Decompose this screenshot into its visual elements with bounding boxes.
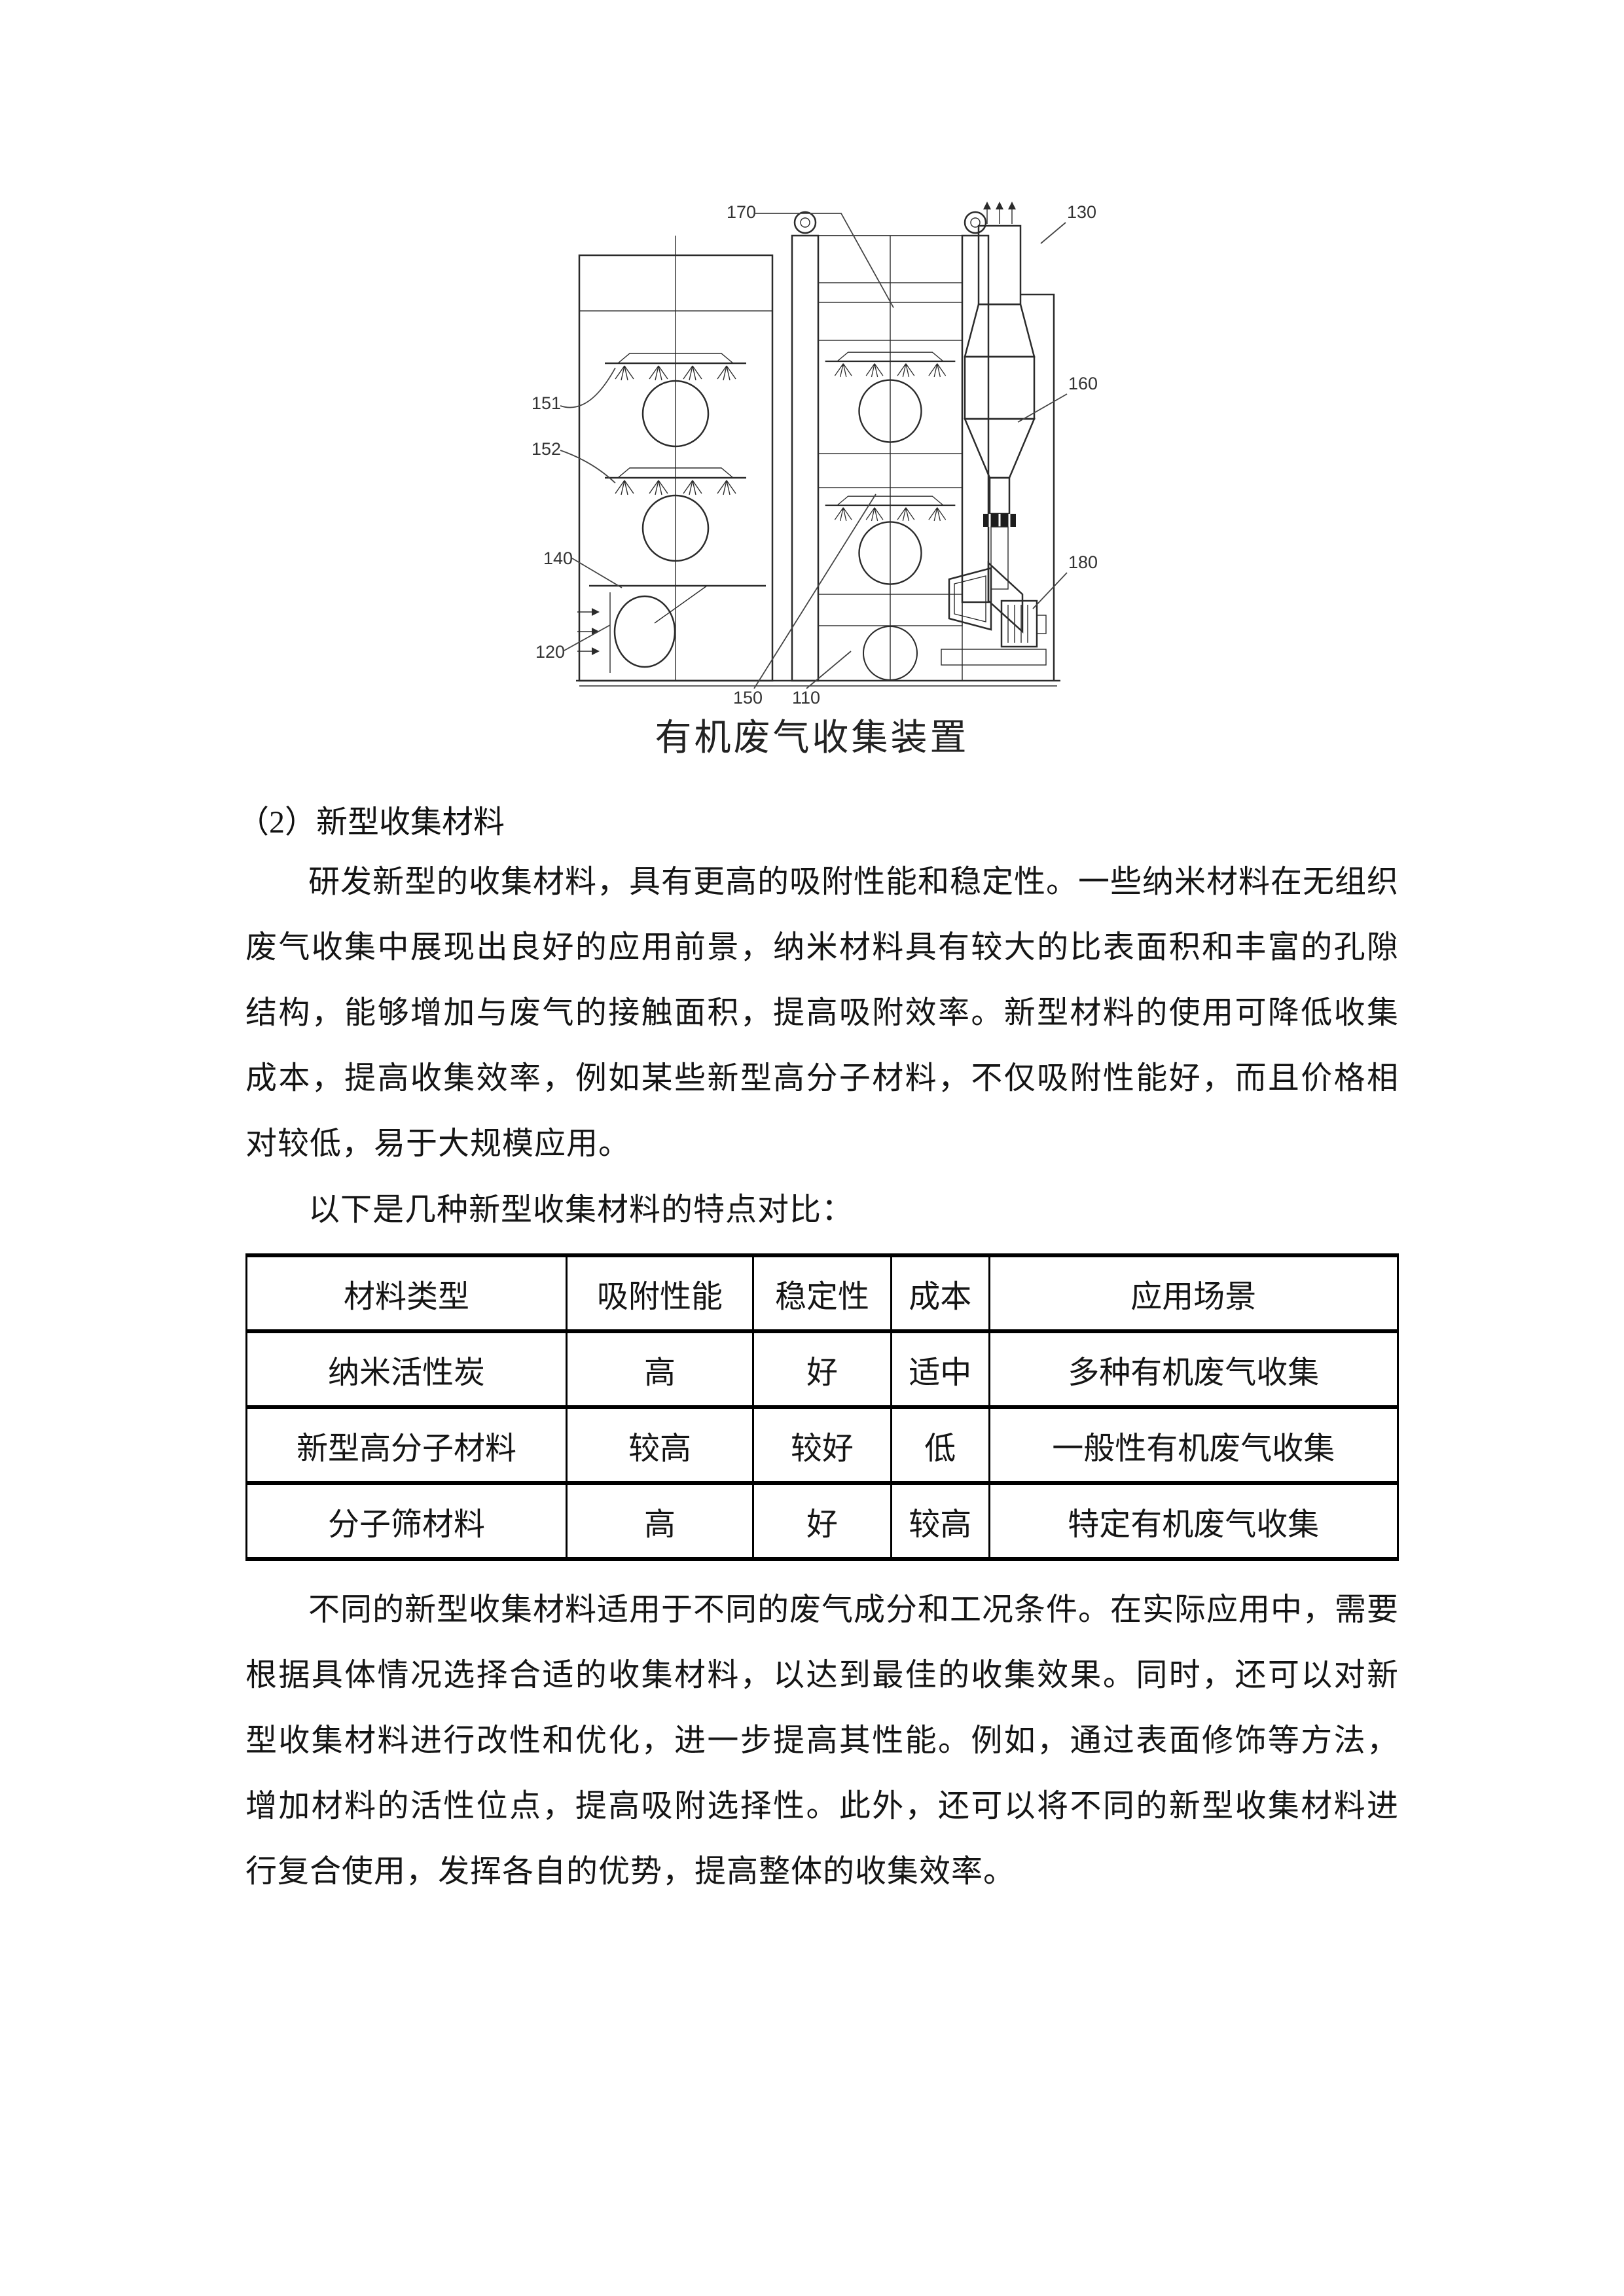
label-170: 170	[727, 202, 756, 222]
table-row: 纳米活性炭 高 好 适中 多种有机废气收集	[245, 1329, 1399, 1409]
chimney-and-cyclone	[964, 201, 1055, 681]
header-adsorption: 吸附性能	[566, 1253, 754, 1333]
figure-waste-gas-device: 170 130 160 180 151 152 140 120 150 11	[517, 196, 1106, 708]
cell-adsorption: 较高	[566, 1405, 754, 1485]
label-130: 130	[1067, 202, 1096, 222]
cell-material: 分子筛材料	[245, 1481, 568, 1561]
label-110: 110	[792, 688, 820, 707]
label-150: 150	[733, 688, 763, 707]
cell-stability: 好	[751, 1481, 893, 1561]
cell-adsorption: 高	[566, 1481, 754, 1561]
figure-labels: 170 130 160 180 151 152 140 120 150 11	[532, 202, 1098, 708]
cell-adsorption: 高	[566, 1329, 754, 1409]
label-151: 151	[532, 393, 561, 413]
device-drawing: 170 130 160 180 151 152 140 120 150 11	[532, 201, 1098, 708]
cell-cost: 低	[890, 1405, 990, 1485]
header-stability: 稳定性	[751, 1253, 893, 1333]
cell-application: 特定有机废气收集	[988, 1481, 1399, 1561]
section-heading: （2）新型收集材料	[238, 805, 505, 840]
label-120: 120	[535, 642, 565, 662]
paragraph-new-materials: 研发新型的收集材料，具有更高的吸附性能和稳定性。一些纳米材料在无组织废气收集中展…	[245, 865, 1399, 1161]
header-material-type: 材料类型	[245, 1253, 568, 1333]
table-intro-line: 以下是几种新型收集材料的特点对比：	[308, 1193, 854, 1227]
cell-cost: 适中	[890, 1329, 990, 1409]
cell-material: 纳米活性炭	[245, 1329, 568, 1409]
figure-caption: 有机废气收集装置	[655, 718, 969, 759]
table-header-row: 材料类型 吸附性能 稳定性 成本 应用场景	[245, 1253, 1399, 1333]
header-cost: 成本	[890, 1253, 990, 1333]
label-180: 180	[1068, 552, 1098, 572]
cell-stability: 好	[751, 1329, 893, 1409]
cell-application: 一般性有机废气收集	[988, 1405, 1399, 1485]
middle-packing-tower	[791, 211, 1024, 682]
induced-draft-fan	[941, 567, 1047, 666]
outlet-duct	[987, 561, 1024, 634]
label-140: 140	[543, 548, 573, 568]
left-spray-tower	[577, 236, 774, 682]
cell-stability: 较好	[751, 1405, 893, 1485]
cell-application: 多种有机废气收集	[988, 1329, 1399, 1409]
cell-material: 新型高分子材料	[245, 1405, 568, 1485]
material-comparison-table: 材料类型 吸附性能 稳定性 成本 应用场景 纳米活性炭 高 好 适中 多种有机废…	[245, 1253, 1399, 1561]
label-152: 152	[532, 439, 561, 459]
table-row: 分子筛材料 高 好 较高 特定有机废气收集	[245, 1481, 1399, 1561]
table-row: 新型高分子材料 较高 较好 低 一般性有机废气收集	[245, 1405, 1399, 1485]
cell-cost: 较高	[890, 1481, 990, 1561]
header-application: 应用场景	[988, 1253, 1399, 1333]
label-160: 160	[1068, 374, 1098, 393]
paragraph-material-selection: 不同的新型收集材料适用于不同的废气成分和工况条件。在实际应用中，需要根据具体情况…	[245, 1592, 1399, 1889]
